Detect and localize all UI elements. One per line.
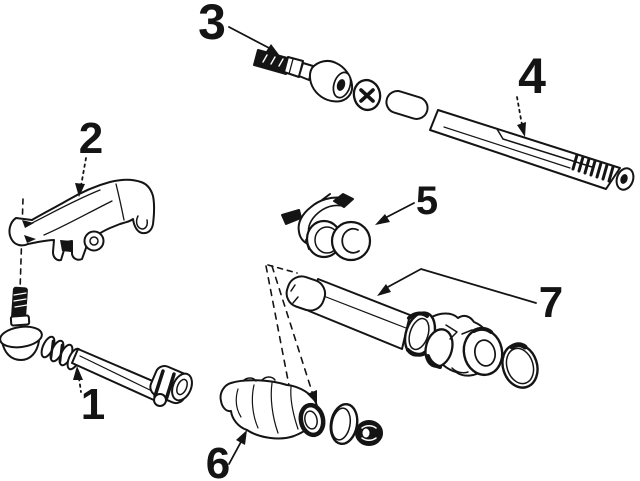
right-boss-dark-arc — [472, 326, 493, 334]
rack-bar-body — [429, 109, 621, 190]
inner-rod-face-dot — [336, 79, 346, 91]
washer-cross — [359, 88, 375, 103]
rack-spacer-capsule — [385, 90, 429, 120]
callout-7-leader — [385, 268, 537, 304]
housing-tube-line — [320, 294, 407, 329]
callout-leaders — [73, 26, 537, 465]
clamp-ring-outer — [329, 402, 359, 446]
housing-collar-ring-inner — [408, 317, 430, 351]
stud-thread-lines — [13, 292, 28, 308]
alignment-dashed-lines — [19, 198, 315, 399]
callout-labels: 3 2 4 5 7 1 6 — [79, 0, 563, 481]
arm-inner-line-2 — [43, 200, 113, 236]
part-7-rack-housing — [285, 275, 504, 377]
housing-interior-marks — [445, 324, 473, 340]
callout-1-leader — [78, 377, 82, 393]
callout-4-arrowhead — [517, 122, 526, 137]
callout-2-arrowhead — [75, 183, 85, 197]
rack-bar-inner-line — [443, 126, 571, 169]
bellows-shadow-lines — [49, 339, 64, 364]
callout-label-7: 7 — [539, 278, 563, 327]
snap-ring — [501, 342, 539, 389]
inner-rod-thread-lines — [262, 54, 284, 67]
boot-guide-dashed-left — [265, 265, 292, 397]
part-1-outer-tie-rod-end — [0, 286, 193, 407]
callout-5-arrowhead — [375, 214, 390, 225]
tube-cap-ticks — [290, 284, 299, 304]
socket-face-hole — [176, 378, 188, 396]
nut-hole — [362, 428, 370, 438]
arm-hook-detail — [135, 215, 148, 230]
lock-washer — [352, 78, 382, 112]
housing-tube-end-cap — [285, 275, 327, 312]
arm-boss-hole — [89, 236, 99, 246]
stud-axis-dashed-line — [19, 198, 24, 292]
callout-label-1: 1 — [81, 380, 105, 429]
callout-label-4: 4 — [518, 48, 546, 104]
bracket-left-foot — [281, 209, 302, 225]
boot-body — [219, 379, 319, 440]
arm-shadow-mark-1 — [22, 220, 34, 228]
housing-right-boss-bore — [474, 339, 496, 367]
part-4-rack-bar — [385, 90, 635, 191]
rack-bar-thread-marks — [571, 153, 615, 183]
nut-highlights — [361, 425, 377, 441]
collar-dark-arcs — [406, 311, 429, 357]
boot-opening-hole — [304, 410, 318, 430]
boot-fold-lines — [235, 382, 299, 434]
callout-6-leader — [228, 439, 243, 465]
part-3-inner-tie-rod-end — [253, 49, 354, 103]
part-6-rack-boot — [219, 376, 326, 440]
boot-guide-dashed-top — [267, 264, 298, 274]
part-5-grommets — [305, 219, 372, 262]
part-2-steering-knuckle-arm — [8, 178, 156, 262]
callout-1-arrowhead — [73, 366, 83, 380]
rack-bar-tip-dot — [620, 174, 628, 184]
grommet-ring-2-inner-c — [341, 227, 360, 254]
callout-label-3: 3 — [198, 0, 226, 50]
arm-shadow-mark-2 — [24, 235, 36, 243]
arm-boss — [83, 230, 105, 252]
arm-divider-line — [115, 183, 125, 221]
clamp-ring-inner — [330, 407, 352, 441]
socket-shadow-bands — [153, 369, 176, 402]
snap-ring-inner — [505, 347, 535, 385]
arm-inner-line-1 — [29, 189, 101, 225]
stud-collar — [9, 314, 31, 327]
tie-rod-shaft-line — [79, 355, 153, 392]
callout-label-6: 6 — [206, 439, 230, 481]
callout-3-leader — [228, 26, 272, 50]
ball-stud-threads — [11, 286, 28, 320]
snap-ring-tab — [509, 342, 528, 350]
arm-fork-shadow — [60, 240, 72, 252]
callout-label-5: 5 — [416, 179, 438, 223]
boot-guide-arrowhead — [307, 390, 317, 404]
rack-bar-slot — [496, 128, 593, 168]
bracket-top-tick — [321, 193, 331, 201]
callout-7-arrowhead — [377, 284, 391, 296]
boot-clamp-ring — [329, 402, 359, 446]
callout-6-arrowhead — [236, 430, 247, 445]
left-boss-dark-arc — [426, 354, 442, 369]
boot-nut — [355, 420, 383, 446]
housing-foot-line — [451, 367, 469, 374]
snap-ring-outer — [501, 343, 539, 389]
inner-rod-collar-line — [288, 58, 294, 75]
callout-3-arrowhead — [265, 44, 280, 56]
boot-top-bumps — [242, 376, 276, 382]
grommet-ring-2 — [330, 220, 372, 262]
callout-2-leader — [80, 157, 87, 187]
callout-4-leader — [516, 96, 523, 126]
knuckle-arm-outline — [8, 178, 156, 262]
ball-housing-brim — [0, 325, 43, 349]
callout-label-2: 2 — [79, 114, 103, 163]
socket-lower-knob — [153, 393, 167, 407]
callout-5-leader — [384, 202, 415, 219]
